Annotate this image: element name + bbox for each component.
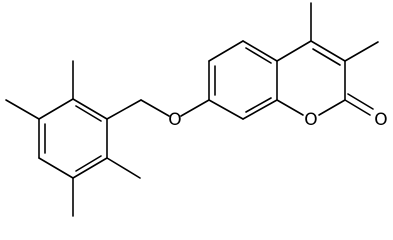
bond-methyl [344, 41, 379, 62]
bond [208, 40, 244, 62]
bond [140, 99, 170, 117]
molecule-structure: O O O [5, 2, 388, 217]
bond [276, 40, 312, 62]
bond [72, 157, 108, 179]
bond [38, 157, 74, 179]
bond-double-inner [245, 47, 272, 64]
bond [208, 99, 244, 120]
atom-labels: O O O [168, 110, 387, 130]
bond-double-inner [312, 48, 341, 66]
bond-double-inner [75, 155, 102, 172]
carbonyl-oxygen-atom: O [374, 110, 387, 130]
bonds [5, 2, 379, 217]
bond [276, 99, 304, 116]
ring-oxygen-atom: O [304, 110, 317, 130]
carbonyl-oxygen-label: O [374, 110, 387, 130]
bond [38, 98, 74, 120]
bond [242, 99, 278, 120]
bond-carbonyl [347, 93, 374, 110]
ring-oxygen-label: O [304, 110, 317, 130]
bond-double-inner [75, 105, 102, 122]
bond [242, 40, 278, 62]
bond-methyl [5, 99, 40, 120]
ether-oxygen-label: O [168, 110, 181, 130]
bond-methyl [106, 157, 141, 179]
bond [72, 98, 108, 120]
bond [318, 99, 346, 116]
bond-double-inner [245, 97, 272, 113]
bond [180, 99, 210, 117]
ether-oxygen-atom: O [168, 110, 181, 130]
bond [106, 99, 142, 120]
bond [310, 40, 346, 62]
bond-carbonyl [344, 99, 371, 116]
